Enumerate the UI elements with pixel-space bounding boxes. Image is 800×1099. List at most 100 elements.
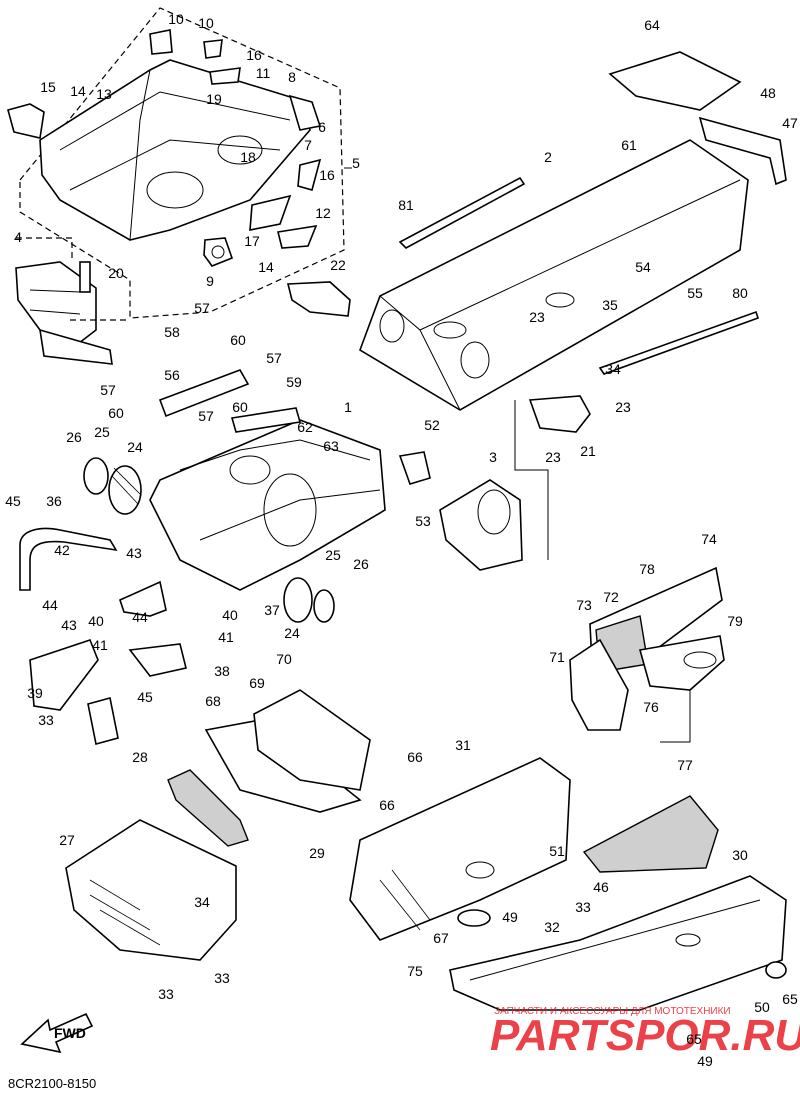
callout-75: 75 <box>407 963 423 979</box>
callout-24: 24 <box>127 439 143 455</box>
subassembly-5-outline <box>19 7 345 319</box>
callout-10: 10 <box>168 11 184 27</box>
callout-44: 44 <box>42 597 58 613</box>
callout-8: 8 <box>288 69 296 85</box>
callout-20: 20 <box>108 265 124 281</box>
callout-35: 35 <box>602 297 618 313</box>
rail-part-81 <box>398 176 526 249</box>
callout-21: 21 <box>580 443 596 459</box>
callout-70: 70 <box>276 651 292 667</box>
callout-32: 32 <box>544 919 560 935</box>
bracket-part-21 <box>528 395 591 433</box>
callout-34: 34 <box>605 361 621 377</box>
callout-50: 50 <box>754 999 770 1015</box>
callout-44: 44 <box>132 609 148 625</box>
callout-55: 55 <box>687 285 703 301</box>
callout-31: 31 <box>455 737 471 753</box>
callout-57: 57 <box>266 350 282 366</box>
callout-57: 57 <box>198 408 214 424</box>
callout-6: 6 <box>318 119 326 135</box>
panel-part-29 <box>167 769 249 847</box>
watermark-tagline: ЗАПЧАСТИ И АКСЕССУАРЫ ДЛЯ МОТОТЕХНИКИ <box>494 1006 731 1017</box>
callout-2: 2 <box>544 149 552 165</box>
callout-10: 10 <box>198 15 214 31</box>
callout-46: 46 <box>593 879 609 895</box>
plate-part-22 <box>286 281 351 317</box>
callout-3: 3 <box>489 449 497 465</box>
callout-11: 11 <box>256 65 271 81</box>
callout-18: 18 <box>240 149 256 165</box>
callout-16: 16 <box>246 47 262 63</box>
callout-66: 66 <box>407 749 423 765</box>
pad-part-64 <box>608 51 742 111</box>
leader-line <box>514 400 549 560</box>
callout-26: 26 <box>66 429 82 445</box>
callout-60: 60 <box>232 399 248 415</box>
main-frame-part-1 <box>149 369 386 591</box>
callout-67: 67 <box>433 930 449 946</box>
callout-36: 36 <box>46 493 62 509</box>
callout-59: 59 <box>286 374 302 390</box>
callout-56: 56 <box>164 367 180 383</box>
forward-arrow: FWD <box>20 1012 94 1054</box>
callout-14: 14 <box>258 259 274 275</box>
callout-45: 45 <box>5 493 21 509</box>
panel-part-69 <box>253 689 371 791</box>
callout-80: 80 <box>732 285 748 301</box>
upper-frame-assembly <box>7 29 322 267</box>
callout-40: 40 <box>222 607 238 623</box>
callout-17: 17 <box>244 233 260 249</box>
callout-79: 79 <box>727 613 743 629</box>
rail-part-80 <box>598 310 760 375</box>
callout-33: 33 <box>575 899 591 915</box>
callout-81: 81 <box>398 197 414 213</box>
callout-57: 57 <box>100 382 116 398</box>
callout-5: 5 <box>352 155 360 171</box>
bracket-part-47 <box>698 116 787 186</box>
callout-49: 49 <box>502 909 518 925</box>
callout-71: 71 <box>549 649 565 665</box>
handle-part-39 <box>29 639 99 711</box>
flange-parts-24-25 <box>83 457 335 623</box>
panel-part-77 <box>582 795 719 873</box>
callout-16: 16 <box>319 167 335 183</box>
bumper-bracket <box>119 580 167 617</box>
callout-53: 53 <box>415 513 431 529</box>
callout-14: 14 <box>70 83 86 99</box>
bumper-part-36 <box>19 527 118 591</box>
callout-51: 51 <box>549 843 565 859</box>
watermark-brand: PARTSPOR.RU <box>490 1011 800 1060</box>
callout-48: 48 <box>760 85 776 101</box>
callout-26: 26 <box>353 556 369 572</box>
callout-22: 22 <box>330 257 346 273</box>
belly-pan-part-31 <box>349 757 571 941</box>
callout-62: 62 <box>297 419 313 435</box>
callout-27: 27 <box>59 832 75 848</box>
callout-58: 58 <box>164 324 180 340</box>
callout-23: 23 <box>545 449 561 465</box>
callout-33: 33 <box>158 986 174 1002</box>
lower-front-part-27 <box>65 819 237 961</box>
callout-66: 66 <box>379 797 395 813</box>
drawing-code: 8CR2100-8150 <box>8 1076 96 1091</box>
bracket-part-3 <box>398 451 523 571</box>
callout-73: 73 <box>576 597 592 613</box>
callout-37: 37 <box>264 602 280 618</box>
callout-57: 57 <box>194 300 210 316</box>
callout-23: 23 <box>615 399 631 415</box>
callout-76: 76 <box>643 699 659 715</box>
callout-40: 40 <box>88 613 104 629</box>
callout-43: 43 <box>61 617 77 633</box>
callout-60: 60 <box>108 405 124 421</box>
callout-41: 41 <box>218 629 234 645</box>
callout-47: 47 <box>782 115 798 131</box>
callout-33: 33 <box>38 712 54 728</box>
callout-65: 65 <box>686 1031 702 1047</box>
callout-41: 41 <box>92 637 108 653</box>
bracket-part-28 <box>87 697 119 745</box>
callout-39: 39 <box>27 685 43 701</box>
callout-33: 33 <box>214 970 230 986</box>
callout-28: 28 <box>132 749 148 765</box>
